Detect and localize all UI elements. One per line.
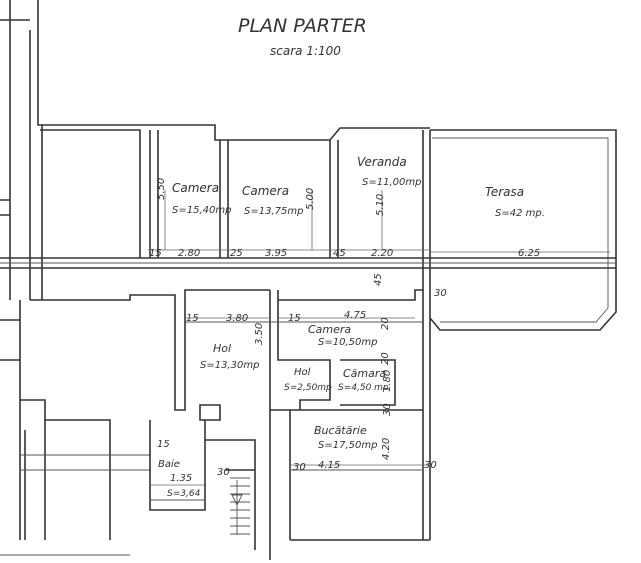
dim-label: 6.25 bbox=[518, 248, 540, 259]
dim-label: 5.10 bbox=[375, 194, 386, 216]
room-name-camara: Cămara bbox=[343, 367, 386, 380]
dim-label: 30 bbox=[217, 467, 230, 478]
dim-label: 25 bbox=[230, 248, 243, 259]
dim-label: 4.15 bbox=[318, 460, 340, 471]
dim-label: 4.20 bbox=[381, 438, 392, 460]
room-area-baie: S=3,64 bbox=[167, 489, 201, 499]
dim-label: 5.50 bbox=[156, 178, 167, 200]
room-area-veranda: S=11,00mp bbox=[362, 177, 421, 188]
dim-label: 45 bbox=[373, 273, 384, 286]
dim-label: 3.80 bbox=[226, 313, 248, 324]
dim-label: 2.80 bbox=[178, 248, 200, 259]
room-area-camera-1: S=15,40mp bbox=[172, 205, 231, 216]
room-name-baie: Baie bbox=[158, 459, 180, 470]
plan-title: PLAN PARTER bbox=[238, 15, 367, 37]
dim-label: 3.95 bbox=[265, 248, 287, 259]
dim-label: 1.80 bbox=[382, 370, 393, 392]
dim-label: 15 bbox=[149, 248, 162, 259]
room-name-camera-3: Camera bbox=[308, 323, 351, 336]
room-name-hol-2: Hol bbox=[294, 367, 311, 378]
dimension-labels: 5.50 15 2.80 25 3.95 5.00 45 2.20 5.10 6… bbox=[149, 178, 540, 484]
room-name-bucatarie: Bucătărie bbox=[314, 424, 367, 437]
room-area-hol-2: S=2,50mp bbox=[284, 383, 332, 393]
room-area-camera-3: S=10,50mp bbox=[318, 337, 377, 348]
dim-label: 30 bbox=[293, 462, 306, 473]
room-name-camera-1: Camera bbox=[172, 181, 219, 195]
dim-label: 3.50 bbox=[254, 323, 265, 345]
room-area-terasa: S=42 mp. bbox=[495, 208, 545, 219]
room-area-camara: S=4,50 mp bbox=[338, 383, 389, 393]
room-name-hol-1: Hol bbox=[213, 342, 231, 355]
dim-label: 20 bbox=[380, 317, 391, 330]
plan-walls bbox=[0, 0, 617, 560]
dim-label: 30 bbox=[424, 460, 437, 471]
dim-label: 15 bbox=[288, 313, 301, 324]
plan-scale: scara 1:100 bbox=[270, 44, 341, 58]
dim-label: 15 bbox=[157, 439, 170, 450]
room-name-camera-2: Camera bbox=[242, 184, 289, 198]
dimension-lines bbox=[148, 190, 610, 486]
dim-label: 20 bbox=[380, 352, 391, 365]
dim-label: 2.20 bbox=[371, 248, 393, 259]
dim-label: 45 bbox=[333, 248, 346, 259]
room-area-hol-1: S=13,30mp bbox=[200, 360, 259, 371]
room-name-veranda: Veranda bbox=[357, 155, 407, 169]
dim-label: 30 bbox=[434, 288, 447, 299]
room-name-terasa: Terasa bbox=[485, 185, 524, 199]
dim-label: 4.75 bbox=[344, 310, 366, 321]
dim-label: 1.35 bbox=[170, 473, 192, 484]
room-area-bucatarie: S=17,50mp bbox=[318, 440, 377, 451]
dim-label: 5.00 bbox=[305, 188, 316, 210]
dim-label: 30 bbox=[382, 403, 393, 416]
dim-label: 15 bbox=[186, 313, 199, 324]
room-area-camera-2: S=13,75mp bbox=[244, 206, 303, 217]
